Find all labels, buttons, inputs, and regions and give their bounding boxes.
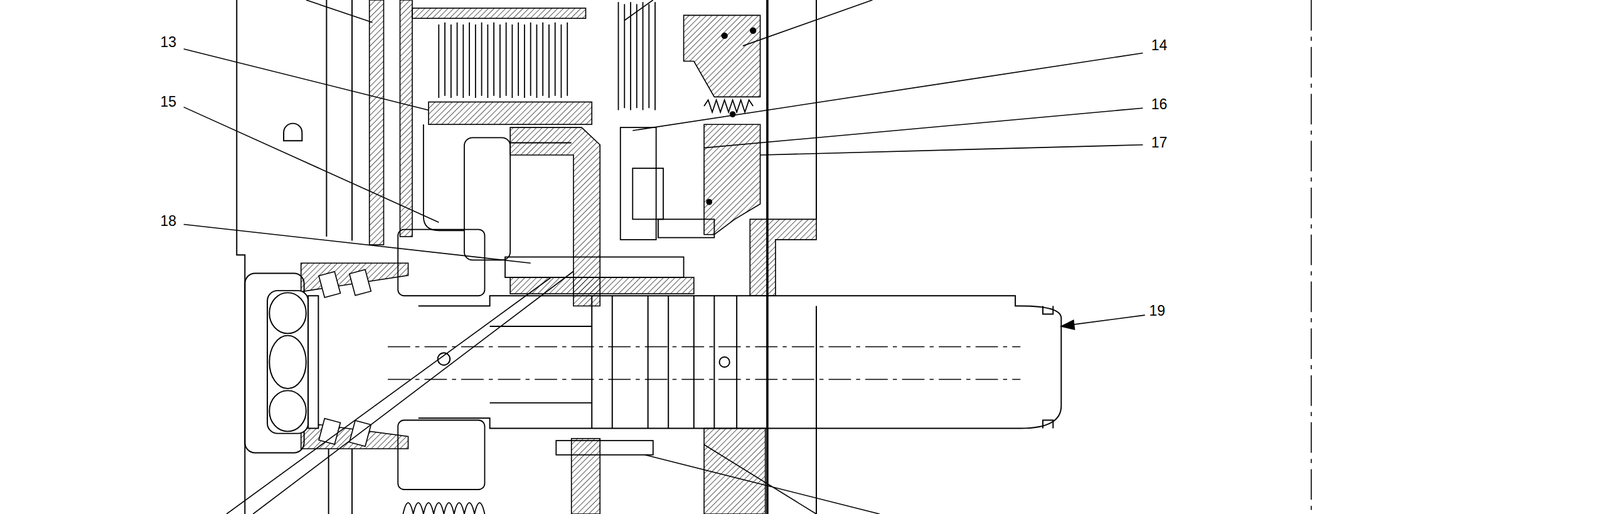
o-ring — [749, 27, 757, 34]
hatched-sections — [369, 0, 384, 245]
clutch-parts — [423, 124, 572, 231]
housing-outline — [283, 123, 302, 142]
bearing-roller — [318, 418, 341, 445]
bearing-roller — [349, 269, 371, 295]
clutch-parts — [397, 229, 485, 297]
o-ring — [720, 32, 728, 39]
hatched-sections — [510, 277, 694, 294]
hatched-sections — [704, 124, 760, 235]
nut — [269, 292, 307, 334]
clutch-parts — [397, 1, 753, 514]
clutch-parts — [464, 137, 511, 260]
leader-line — [183, 107, 440, 223]
clutch-parts — [704, 99, 753, 113]
housing-outline — [1310, 0, 1312, 514]
callout-number: 13 — [159, 35, 179, 51]
nut — [269, 390, 307, 432]
shaft — [591, 295, 737, 428]
leader-line — [704, 107, 1143, 148]
nut — [267, 290, 309, 434]
o-ring — [705, 198, 713, 206]
shaft — [719, 357, 730, 368]
hatched-sections — [428, 102, 592, 125]
clutch-parts — [397, 420, 485, 491]
leader-line — [183, 0, 1146, 514]
bearing-roller — [318, 269, 371, 447]
leader-line — [183, 48, 429, 111]
leader-line — [1067, 314, 1146, 326]
leader-line — [306, 0, 873, 46]
clutch-parts — [438, 22, 568, 98]
leader-line — [1061, 320, 1075, 330]
clutch-parts — [618, 1, 656, 110]
leader-line — [632, 53, 1143, 132]
housing-outline — [236, 0, 245, 514]
hatched-sections — [412, 8, 586, 19]
callout-number: 16 — [1150, 97, 1169, 113]
hatched-sections — [301, 0, 817, 514]
housing-outline — [236, 0, 1311, 514]
leader-line — [760, 144, 1144, 155]
housing-outline — [815, 0, 817, 514]
callout-number: 19 — [1147, 303, 1167, 319]
shaft — [387, 295, 1062, 428]
nut — [269, 335, 307, 390]
nut — [267, 290, 319, 434]
clutch-parts — [632, 168, 664, 219]
clutch-parts — [402, 502, 485, 514]
hatched-sections — [571, 438, 601, 514]
callout-number: 18 — [159, 213, 179, 230]
shaft — [490, 326, 593, 403]
callout-number: 14 — [1150, 37, 1169, 54]
shaft — [387, 346, 1021, 380]
leader-line — [226, 271, 880, 514]
callout-number: 15 — [159, 94, 179, 110]
o-ring — [705, 27, 757, 206]
clutch-parts — [658, 218, 715, 238]
hatched-sections — [683, 15, 761, 97]
clutch-parts — [505, 257, 684, 278]
clutch-parts — [555, 440, 653, 455]
shaft — [1042, 306, 1053, 429]
clutch-parts — [620, 127, 657, 240]
bearing-roller — [318, 271, 341, 298]
o-ring — [729, 111, 736, 118]
hatched-sections — [400, 0, 413, 237]
hatched-sections — [749, 218, 817, 296]
leader-line — [183, 224, 531, 264]
nut — [308, 295, 319, 428]
hatched-sections — [704, 428, 766, 514]
callout-number: 17 — [1150, 134, 1169, 151]
